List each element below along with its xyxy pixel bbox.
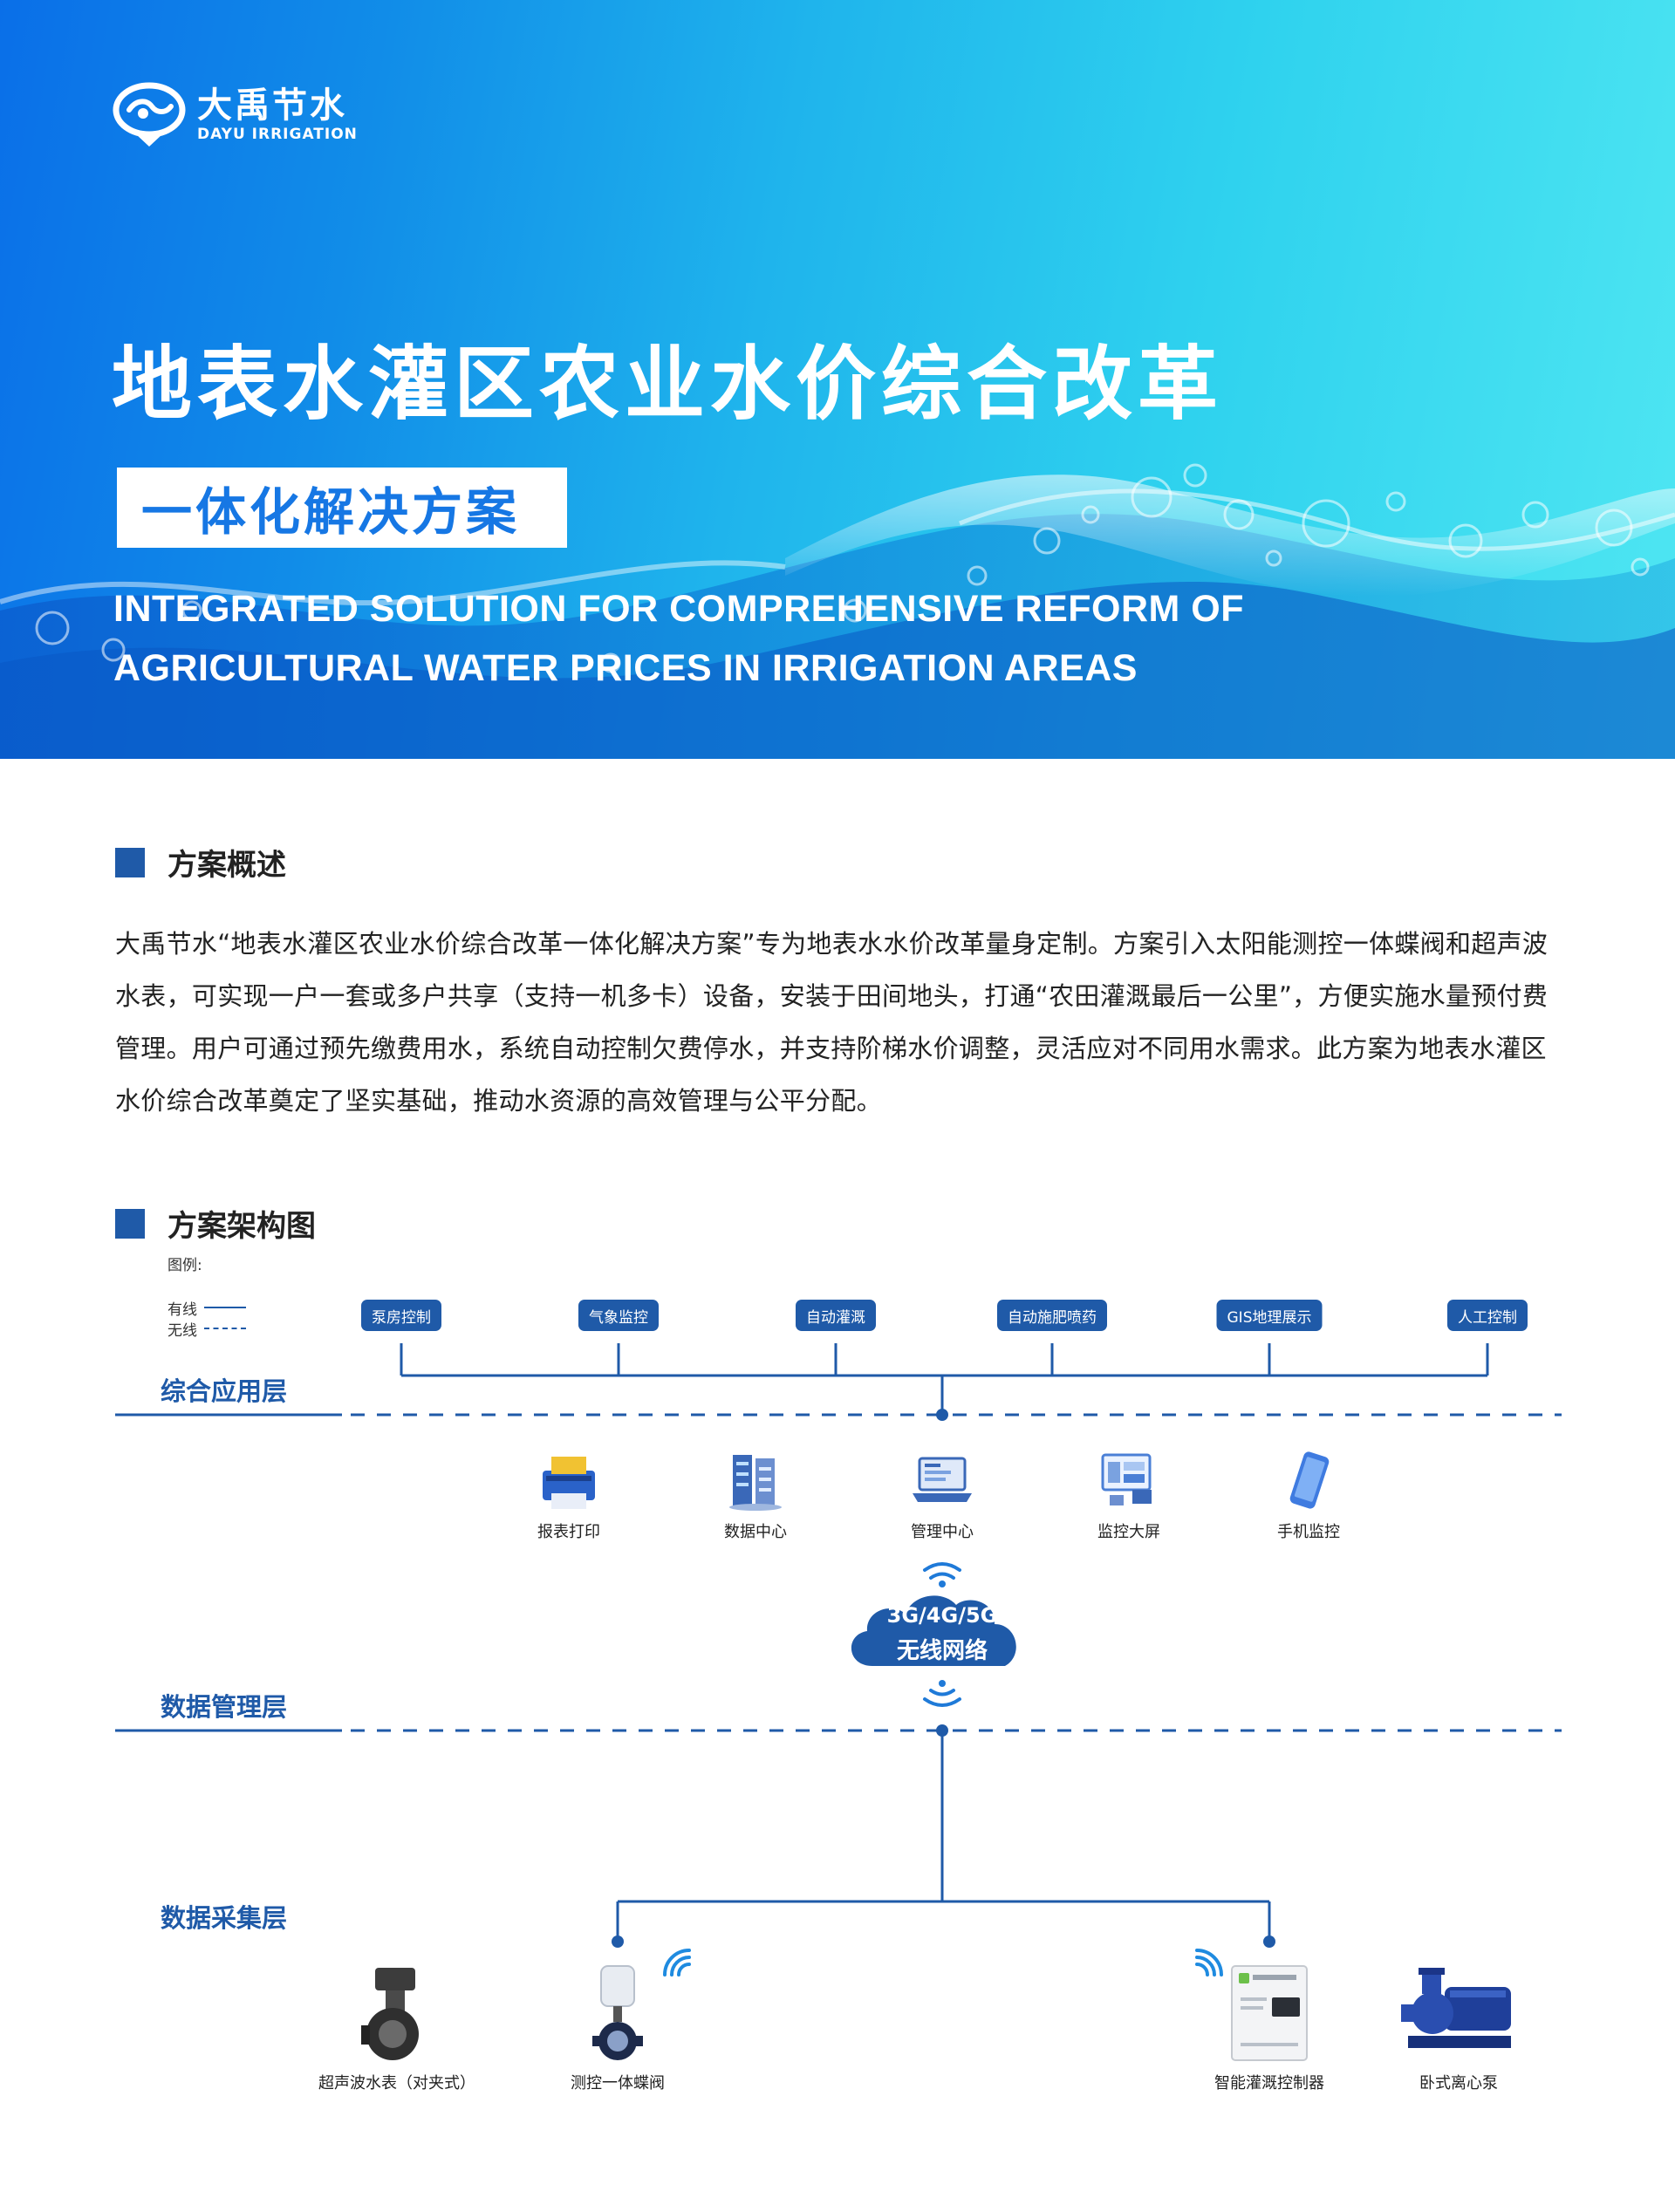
device-label: 测控一体蝶阀	[571, 2074, 665, 2093]
device-management-center: 管理中心	[907, 1450, 977, 1542]
overview-heading: 方案概述	[115, 841, 286, 884]
heading-square-icon	[115, 847, 145, 877]
network-label-line2: 无线网络	[896, 1638, 988, 1664]
device-label: 卧式离心泵	[1419, 2074, 1498, 2093]
legend-wireless: 无线	[168, 1318, 246, 1340]
printer-icon	[543, 1457, 595, 1509]
legend-wireless-label: 无线	[168, 1321, 197, 1340]
brand-logo: 大禹节水 DAYU IRRIGATION	[112, 80, 358, 150]
wifi-signal-icon	[663, 1949, 691, 1976]
device-monitor-screen: 监控大屏	[1094, 1450, 1164, 1542]
device-label: 数据中心	[724, 1523, 787, 1541]
architecture-heading: 方案架构图	[115, 1202, 316, 1245]
device-label: 报表打印	[537, 1523, 600, 1541]
wifi-signal-icon	[923, 1562, 961, 1580]
app-auto-irrigation: 自动灌溉	[796, 1300, 876, 1331]
device-label: 监控大屏	[1097, 1523, 1160, 1541]
dashboard-screen-icon	[1101, 1453, 1152, 1505]
dayu-logo-icon	[113, 82, 186, 147]
app-manual-control: 人工控制	[1447, 1300, 1528, 1331]
layer-data-management: 数据管理层	[161, 1692, 288, 1722]
wireless-line-icon	[204, 1328, 246, 1329]
brand-name-en: DAYU IRRIGATION	[197, 126, 358, 143]
app-pump-control: 泵房控制	[361, 1300, 441, 1331]
network-label-line1: 3G/4G/5G	[886, 1603, 998, 1628]
water-wave-illustration	[0, 463, 1675, 759]
device-data-center: 数据中心	[721, 1450, 790, 1542]
layer-application: 综合应用层	[161, 1376, 288, 1406]
english-title: INTEGRATED SOLUTION FOR COMPREHENSIVE RE…	[113, 579, 1244, 698]
brand-name-cn: 大禹节水	[197, 85, 347, 126]
legend-wired: 有线	[168, 1297, 246, 1319]
english-title-line1: INTEGRATED SOLUTION FOR COMPREHENSIVE RE…	[113, 588, 1245, 630]
device-centrifugal-pump: 卧式离心泵	[1398, 1963, 1520, 2093]
english-title-line2: AGRICULTURAL WATER PRICES IN IRRIGATION …	[113, 647, 1138, 689]
phone-icon	[1289, 1451, 1330, 1509]
app-weather-monitor: 气象监控	[578, 1300, 659, 1331]
controller-box-icon	[1231, 1965, 1308, 2061]
diagram-connectors	[115, 1343, 1562, 1948]
layer-data-collection: 数据采集层	[161, 1903, 288, 1933]
page-title: 地表水灌区农业水价综合改革	[112, 338, 1224, 431]
brand-name: 大禹节水 DAYU IRRIGATION	[197, 86, 358, 144]
ultrasonic-meter-icon	[361, 1968, 419, 2060]
device-ultrasonic-meter: 超声波水表（对夹式）	[318, 1963, 475, 2093]
laptop-icon	[913, 1457, 972, 1502]
architecture-title: 方案架构图	[168, 1209, 316, 1244]
device-mobile-monitor: 手机监控	[1274, 1450, 1343, 1542]
butterfly-valve-icon	[592, 1965, 643, 2060]
server-icon	[729, 1455, 782, 1511]
centrifugal-pump-icon	[1401, 1968, 1511, 2048]
app-gis-display: GIS地理展示	[1216, 1300, 1323, 1331]
wired-line-icon	[204, 1307, 246, 1308]
overview-title: 方案概述	[168, 848, 286, 883]
network-cloud	[851, 1562, 1016, 1707]
wifi-signal-icon	[1195, 1949, 1223, 1976]
wifi-signal-icon	[923, 1689, 961, 1707]
app-auto-fertilize: 自动施肥喷药	[997, 1300, 1107, 1331]
legend-wired-label: 有线	[168, 1301, 197, 1319]
heading-square-icon	[115, 1208, 145, 1239]
legend-title: 图例:	[168, 1257, 202, 1274]
overview-text: 大禹节水“地表水灌区农业水价综合改革一体化解决方案”专为地表水水价改革量身定制。…	[115, 929, 1549, 1116]
device-label: 智能灌溉控制器	[1214, 2074, 1324, 2093]
subtitle-box: 一体化解决方案	[117, 468, 567, 548]
page-subtitle: 一体化解决方案	[141, 482, 521, 542]
device-label: 手机监控	[1277, 1523, 1340, 1541]
device-report-print: 报表打印	[534, 1450, 604, 1542]
device-butterfly-valve: 测控一体蝶阀	[570, 1963, 666, 2093]
device-label: 超声波水表（对夹式）	[318, 2074, 475, 2093]
device-irrigation-controller: 智能灌溉控制器	[1214, 1963, 1324, 2093]
architecture-diagram: 图例: 有线 无线 泵房控制 气象监控 自动灌溉 自动施肥喷药 GIS地理展示 …	[0, 1239, 1675, 2212]
legend: 图例: 有线 无线	[168, 1253, 246, 1340]
device-label: 管理中心	[911, 1523, 974, 1541]
hero-banner: 大禹节水 DAYU IRRIGATION 地表水灌区农业水价综合改革 一体化解决…	[0, 0, 1675, 759]
